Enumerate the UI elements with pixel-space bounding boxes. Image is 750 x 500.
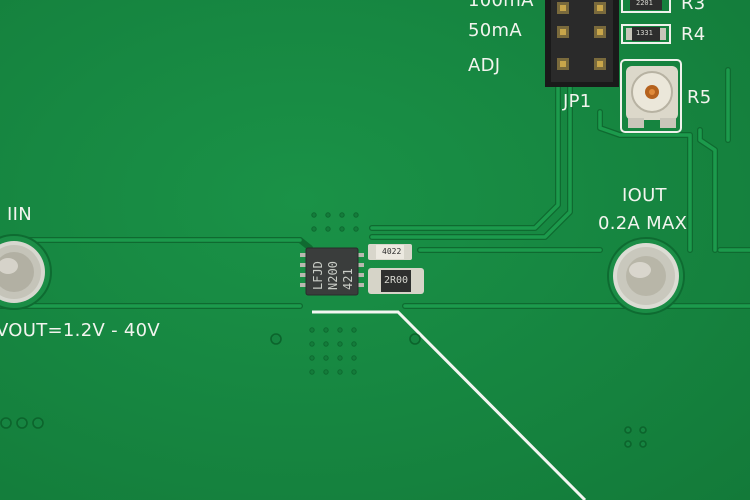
iout-label: IOUT [622,185,667,206]
jp1-label: JP1 [563,91,592,112]
ic-marking-line1: LFJD [311,261,325,290]
r5-trimmer [620,59,682,133]
r4-code: 1331 [636,29,653,37]
r3-code: 2201 [636,0,653,7]
current-option-50ma: 50mA [468,20,522,41]
r5-label: R5 [687,87,712,108]
current-option-adj: ADJ [468,55,501,76]
ic-marking-line2: N200 [326,261,340,290]
ic-chip [300,247,364,296]
iout-max-label: 0.2A MAX [598,213,688,234]
resistor-2r00 [368,268,424,294]
iout-terminal [607,237,685,315]
resistor-small [368,244,412,260]
silkscreen-line [312,310,587,500]
via-array [309,327,357,375]
small-resistor-code: 4022 [382,247,402,256]
r4-resistor [621,24,671,44]
r4-label: R4 [681,24,706,45]
current-option-100ma: 100mA [468,0,534,11]
r3-label: R3 [681,0,706,14]
jp1-header [545,0,619,87]
resistor-2r00-code: 2R00 [384,275,409,286]
r3-resistor [621,0,671,13]
iin-terminal [0,234,52,310]
iin-label: IIN [7,204,32,225]
ic-marking-line3: 421 [341,268,355,290]
vout-range-label: VOUT=1.2V - 40V [0,320,161,341]
